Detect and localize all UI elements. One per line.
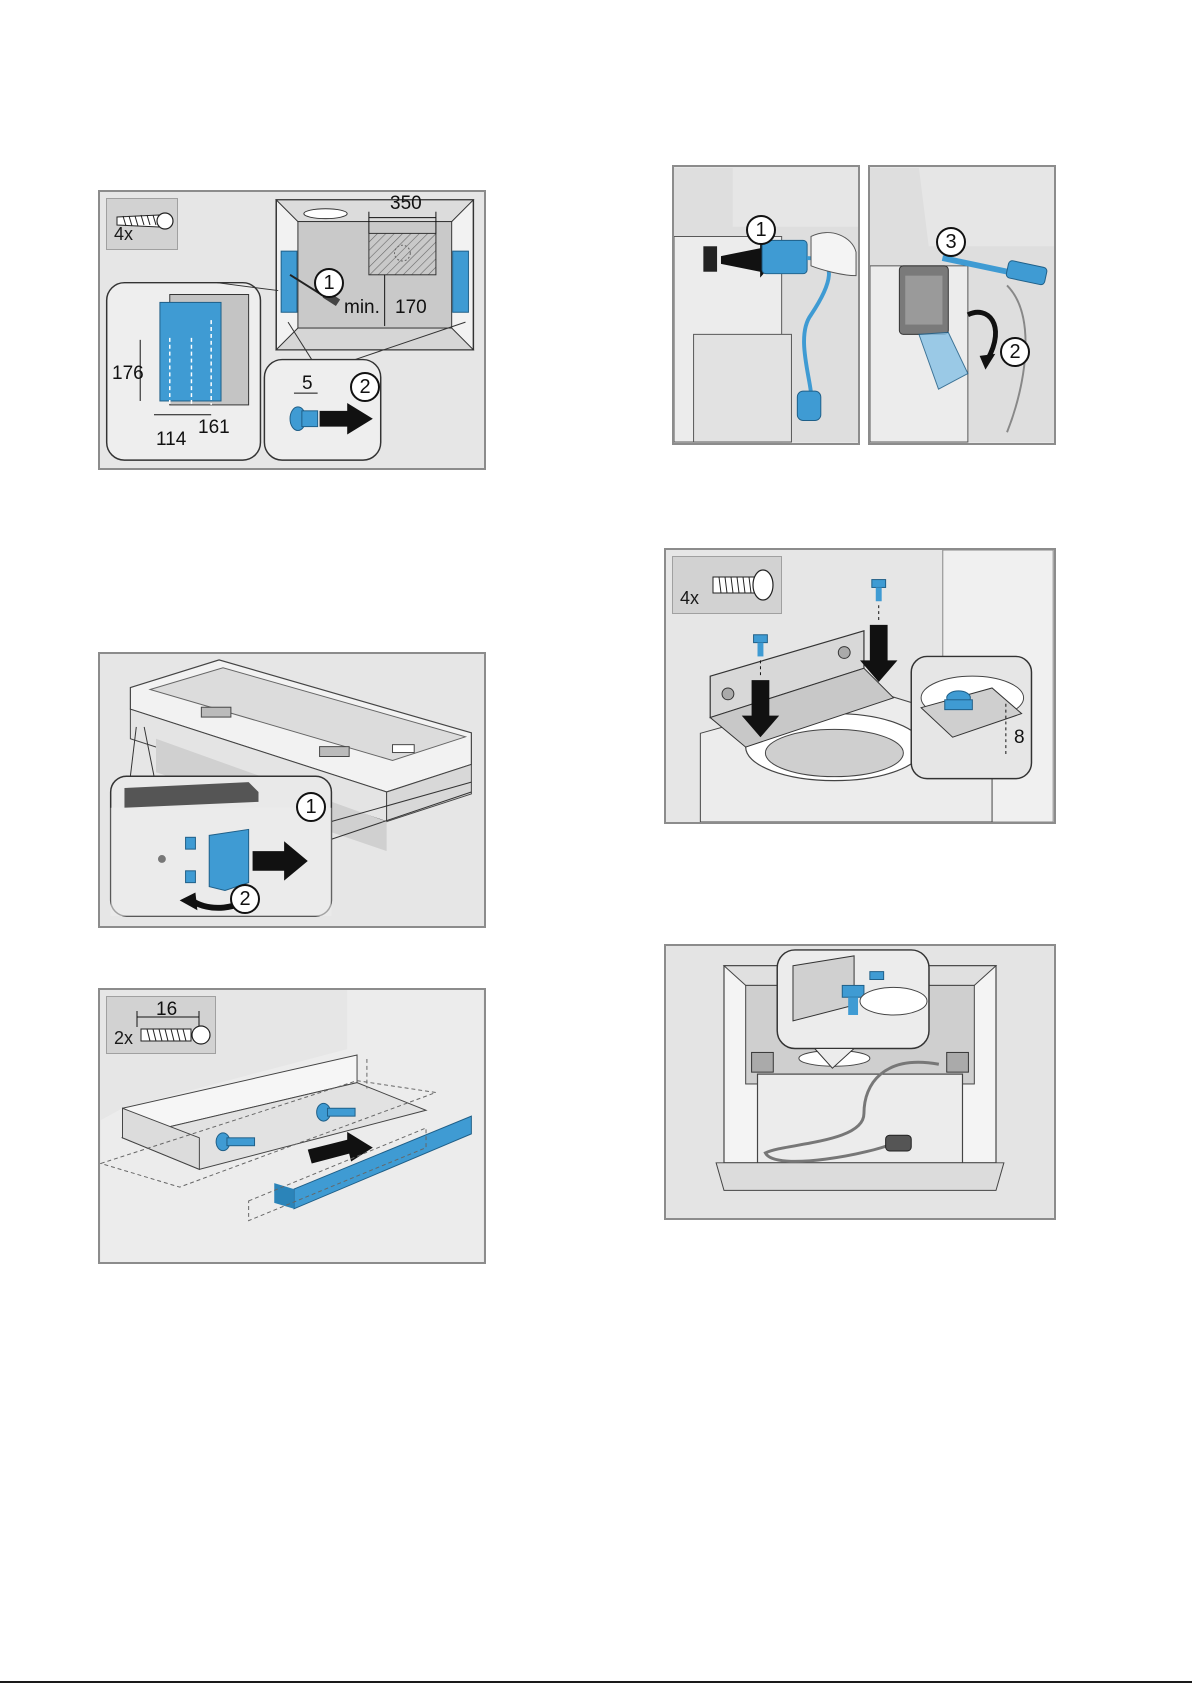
figure-trim-strip: 2x 16 [98, 988, 486, 1264]
page-footer-rule [0, 1681, 1192, 1683]
screw-length-label: 16 [156, 1000, 177, 1019]
final-assembly-illustration [666, 946, 1054, 1218]
dim-gap-label: 8 [1014, 728, 1025, 747]
dim-bracket-height-label: 176 [112, 364, 144, 383]
step-2-badge: 2 [1000, 337, 1030, 367]
cable-clamp-illustration [870, 167, 1054, 443]
figure-cable-connect-b: 3 2 [868, 165, 1056, 445]
plug-connect-illustration [674, 167, 858, 443]
dim-depth-label: 5 [302, 374, 313, 393]
hood-clip-illustration [100, 654, 484, 926]
screw-count: 4x [114, 224, 133, 245]
step-1-badge: 1 [296, 792, 326, 822]
figure-bracket-screws: 4x 8 [664, 548, 1056, 824]
step-2-badge: 2 [230, 884, 260, 914]
screw-count: 4x [680, 588, 699, 609]
figure-final-assembly [664, 944, 1056, 1220]
dim-height-label: 170 [395, 298, 427, 317]
step-1-badge: 1 [314, 268, 344, 298]
step-3-badge: 3 [936, 227, 966, 257]
dim-bracket-b-label: 161 [198, 418, 230, 437]
dim-width-label: 350 [390, 194, 422, 213]
step-2-badge: 2 [350, 372, 380, 402]
figure-cable-connect-a: 1 [672, 165, 860, 445]
screw-count-tag: 4x [106, 198, 178, 250]
step-1-badge: 1 [746, 215, 776, 245]
figure-hood-clip: 1 2 [98, 652, 486, 928]
screw-count: 2x [114, 1028, 133, 1049]
dim-bracket-a-label: 114 [156, 430, 186, 449]
dim-height-prefix: min. [344, 298, 380, 317]
screw-count-tag: 4x [672, 556, 782, 614]
figure-wall-mount: 4x 350 min. 170 176 114 161 5 1 2 [98, 190, 486, 470]
